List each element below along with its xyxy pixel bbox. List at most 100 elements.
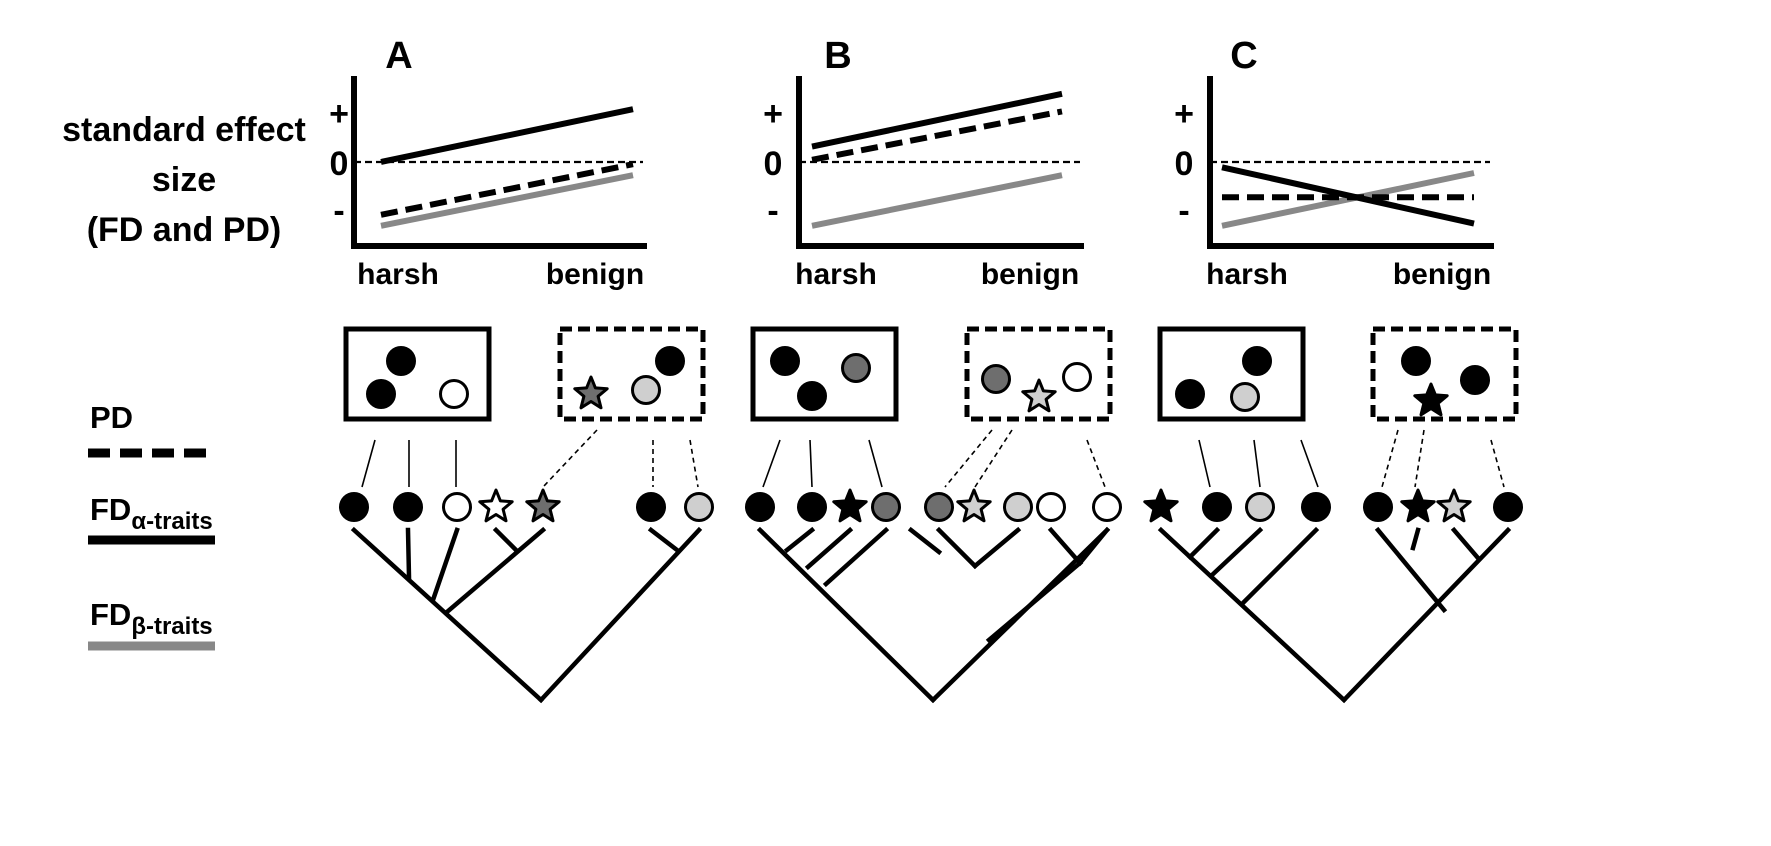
panel-c-connector-0 — [1198, 439, 1211, 488]
panel-b-harsh-community-box — [750, 326, 899, 422]
panel-a-connector-5 — [689, 439, 699, 488]
legend: PD FDα-traits FDβ-traits — [88, 400, 215, 651]
panel-b-benign-box-species-2-circle-icon — [1062, 362, 1092, 392]
panel-b-tip-species-5-star-icon — [956, 488, 992, 523]
panel-b-tip-species-3-circle-icon — [871, 492, 901, 522]
panel-b-tree-branch-3 — [822, 526, 890, 588]
panel-a-benign-box-species-2-circle-icon — [631, 375, 661, 405]
panel-c-y-tick-2: - — [1178, 192, 1189, 230]
y-axis-title-line-1: standard effect — [62, 111, 306, 149]
panel-c-tree-branch-2 — [1207, 526, 1264, 580]
panel-c-tree-branch-7 — [1450, 526, 1482, 562]
panel-a-fd-alpha-line — [380, 106, 634, 165]
panel-a-tree-branch-5 — [537, 526, 703, 704]
panel-c-tree-branch-3 — [1238, 526, 1320, 608]
panel-a-tree-branch-0 — [350, 526, 545, 704]
panel-b-pd-line — [811, 108, 1063, 163]
panel-c-tip-species-4-circle-icon — [1363, 492, 1393, 522]
panel-a-harsh-box-species-0-circle-icon — [386, 346, 416, 376]
panel-a-tip-species-2-circle-icon — [442, 492, 472, 522]
panel-c-tip-species-2-circle-icon — [1245, 492, 1275, 522]
panel-a-tip-species-6-circle-icon — [684, 492, 714, 522]
panel-b-tip-species-6-circle-icon — [1003, 492, 1033, 522]
panel-b-fd-beta-line — [811, 172, 1063, 229]
panel-c-tip-species-6-star-icon — [1436, 488, 1472, 523]
panel-c-tip-species-5-star-icon — [1400, 488, 1436, 523]
panel-b-tip-species-2-star-icon — [832, 488, 868, 523]
panel-b-tip-species-1-circle-icon — [797, 492, 827, 522]
panel-c-harsh-box-species-1-circle-icon — [1242, 346, 1272, 376]
panel-a-connector-0 — [361, 439, 376, 488]
panel-a-harsh-community-box — [343, 326, 492, 422]
panel-b-tree-branch-5 — [985, 559, 1084, 644]
panel-c-x-tick-harsh: harsh — [1206, 258, 1288, 291]
panel-c-tip-species-0-star-icon — [1143, 488, 1179, 523]
panel-b-harsh-box-species-2-circle-icon — [797, 381, 827, 411]
panel-b-connector-0 — [762, 439, 781, 488]
panel-b-connector-2 — [868, 439, 883, 488]
y-axis-title: standard effect size (FD and PD) — [62, 111, 306, 249]
panel-a-tip-species-4-star-icon — [525, 488, 561, 523]
panel-c-harsh-box-species-2-circle-icon — [1230, 382, 1260, 412]
panel-c-benign-box-species-1-star-icon — [1413, 382, 1449, 417]
panel-b-harsh-box-species-0-circle-icon — [770, 346, 800, 376]
panel-b-y-tick-1: 0 — [764, 145, 783, 183]
panel-b-tip-species-0-circle-icon — [745, 492, 775, 522]
panel-b-x-tick-benign: benign — [981, 258, 1079, 291]
panel-a-axes — [351, 76, 647, 249]
panel-c-harsh-box-species-0-circle-icon — [1175, 379, 1205, 409]
panel-b-y-tick-0: + — [763, 95, 783, 133]
panel-c-connector-2 — [1300, 439, 1319, 488]
panel-c-tip-species-3-circle-icon — [1301, 492, 1331, 522]
panel-b-tip-species-8-circle-icon — [1092, 492, 1122, 522]
panel-a-y-tick-2: - — [333, 192, 344, 230]
panel-c-axes — [1207, 76, 1494, 249]
panel-a-connector-3 — [542, 429, 598, 488]
panel-c-harsh-community-box — [1157, 326, 1306, 422]
panel-b-tree-branch-7 — [1076, 526, 1111, 567]
panel-a-tree-branch-2 — [430, 527, 460, 603]
panel-c-benign-box-species-0-circle-icon — [1401, 346, 1431, 376]
panel-a-x-tick-benign: benign — [546, 258, 644, 291]
panel-c-benign-box-species-2-circle-icon — [1460, 365, 1490, 395]
panel-c-tree-branch-4 — [1340, 526, 1512, 704]
panel-a-pd-line — [380, 161, 634, 218]
legend-fd-alpha-label: FDα-traits — [90, 492, 213, 535]
legend-fd-alpha-main: FD — [90, 492, 131, 527]
panel-c-tip-species-7-circle-icon — [1493, 492, 1523, 522]
legend-fd-alpha-sub: α-traits — [131, 508, 212, 535]
legend-fd-beta-label: FDβ-traits — [90, 597, 213, 640]
panel-b-tree-branch-9 — [971, 526, 1022, 570]
panel-b-connector-3 — [944, 429, 993, 488]
legend-fd-beta-sub: β-traits — [131, 613, 212, 640]
y-axis-title-line-2: size — [152, 161, 216, 199]
panel-b-connector-4 — [974, 429, 1013, 488]
panel-a-tree-branch-1 — [405, 527, 412, 580]
panel-b-fd-alpha-line — [811, 90, 1063, 150]
panel-b-benign-community-box — [964, 326, 1113, 422]
panel-c-connector-5 — [1490, 439, 1505, 488]
panel-c-x-tick-benign: benign — [1393, 258, 1491, 291]
panel-b-tip-species-4-circle-icon — [924, 492, 954, 522]
panel-a-tip-species-3-star-icon — [478, 488, 514, 523]
panel-b-tree-branch-2 — [804, 526, 854, 571]
panel-a-y-tick-0: + — [329, 95, 349, 133]
panel-b-connector-5 — [1086, 439, 1106, 488]
panel-a-harsh-box-species-2-circle-icon — [439, 379, 469, 409]
panel-b-axes — [796, 76, 1084, 249]
panel-b-tree-branch-10 — [907, 526, 943, 556]
panel-b-tree-branch-0 — [756, 526, 937, 704]
panel-a-label: A — [385, 35, 412, 77]
panel-b-harsh-box-species-1-circle-icon — [841, 353, 871, 383]
panel-a-benign-community-box — [557, 326, 706, 422]
panel-a-tip-species-1-circle-icon — [393, 492, 423, 522]
panel-c-benign-community-box — [1370, 326, 1519, 422]
panel-b-y-tick-2: - — [767, 192, 778, 230]
panel-b-connector-1 — [809, 439, 813, 488]
panel-a-tree-branch-4 — [492, 526, 520, 554]
